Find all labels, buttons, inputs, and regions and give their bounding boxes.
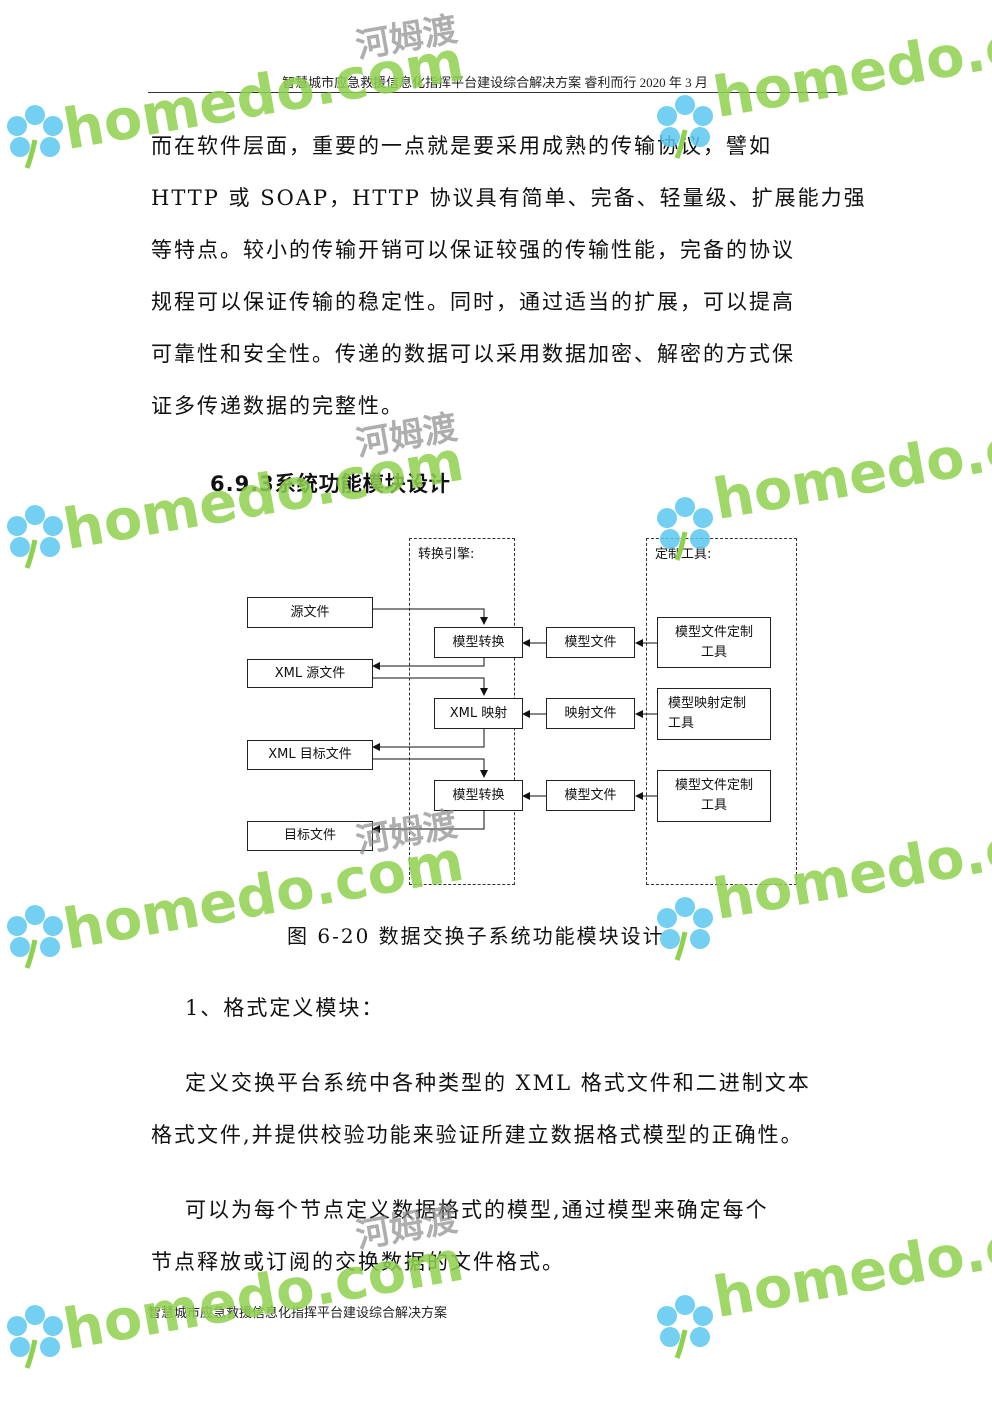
model-file-tool-box: 模型文件定制 工具 — [657, 617, 771, 668]
paragraph-line: 可靠性和安全性。传递的数据可以采用数据加密、解密的方式保 — [151, 342, 795, 366]
watermark-flower-icon — [7, 505, 63, 569]
watermark-flower-icon — [7, 905, 63, 969]
watermark-cn: 河姆渡 — [352, 9, 461, 67]
xml-target-file-box: XML 目标文件 — [247, 740, 373, 770]
figure-caption: 图 6-20 数据交换子系统功能模块设计 — [287, 924, 665, 948]
model-transform-box: 模型转换 — [434, 627, 523, 658]
model-mapping-tool-box: 模型映射定制 工具 — [657, 688, 771, 740]
model-transform-box: 模型转换 — [434, 780, 523, 811]
page-header: 智慧城市应急救援信息化指挥平台建设综合解决方案 睿利而行 2020 年 3 月 — [282, 75, 708, 90]
paragraph-line: 等特点。较小的传输开销可以保证较强的传输性能，完备的协议 — [151, 238, 795, 262]
target-file-box: 目标文件 — [247, 821, 373, 851]
watermark-flower-icon — [7, 1305, 63, 1369]
watermark-text: homedo.com — [708, 0, 992, 132]
list-item-heading: 1、格式定义模块： — [185, 996, 385, 1020]
paragraph-line: 规程可以保证传输的稳定性。同时，通过适当的扩展，可以提高 — [151, 290, 795, 314]
tool-label-line: 模型文件定制 — [674, 624, 753, 640]
tool-label-line: 工具 — [700, 644, 727, 660]
tool-label-line: 模型映射定制 — [668, 696, 747, 711]
paragraph-line: 而在软件层面，重要的一点就是要采用成熟的传输协议，譬如 — [151, 134, 772, 158]
page-footer: 智慧城市应急救援信息化指挥平台建设综合解决方案 — [148, 1305, 448, 1320]
data-exchange-diagram: 转换引擎: 定制工具: 源文件 XML 源文件 XML 目标文件 目标文件 模型… — [244, 535, 800, 887]
model-file-tool-box: 模型文件定制 工具 — [657, 770, 771, 822]
paragraph-line: 定义交换平台系统中各种类型的 XML 格式文件和二进制文本 — [185, 1071, 811, 1095]
watermark-flower-icon — [657, 1295, 713, 1359]
mapping-file-box: 映射文件 — [546, 698, 635, 729]
section-title: 系统功能模块设计 — [274, 472, 451, 496]
paragraph-line: 格式文件,并提供校验功能来验证所建立数据格式模型的正确性。 — [151, 1123, 804, 1147]
xml-source-file-box: XML 源文件 — [247, 659, 373, 688]
paragraph-line: 可以为每个节点定义数据格式的模型,通过模型来确定每个 — [185, 1198, 769, 1222]
section-number: 6.9.3 — [210, 472, 275, 496]
watermark-text: homedo.com — [708, 398, 992, 533]
diagram-connectors — [372, 608, 657, 833]
paragraph-line: 节点释放或订阅的交换数据的文件格式。 — [151, 1250, 565, 1274]
tools-group — [646, 538, 797, 885]
tool-label-line: 工具 — [668, 716, 695, 731]
tool-label-line: 模型文件定制 — [674, 778, 753, 793]
source-file-box: 源文件 — [247, 597, 373, 628]
section-heading: 6.9.3系统功能模块设计 — [210, 468, 451, 498]
engine-group-label: 转换引擎: — [418, 547, 475, 562]
paragraph-line: HTTP 或 SOAP，HTTP 协议具有简单、完备、轻量级、扩展能力强 — [151, 186, 867, 210]
xml-mapping-box: XML 映射 — [434, 698, 523, 729]
paragraph-line: 证多传递数据的完整性。 — [151, 394, 404, 418]
watermark-flower-icon — [7, 105, 63, 169]
header-divider — [148, 92, 842, 93]
model-file-box: 模型文件 — [546, 627, 635, 658]
tool-label-line: 工具 — [700, 798, 727, 813]
model-file-box: 模型文件 — [546, 780, 635, 811]
